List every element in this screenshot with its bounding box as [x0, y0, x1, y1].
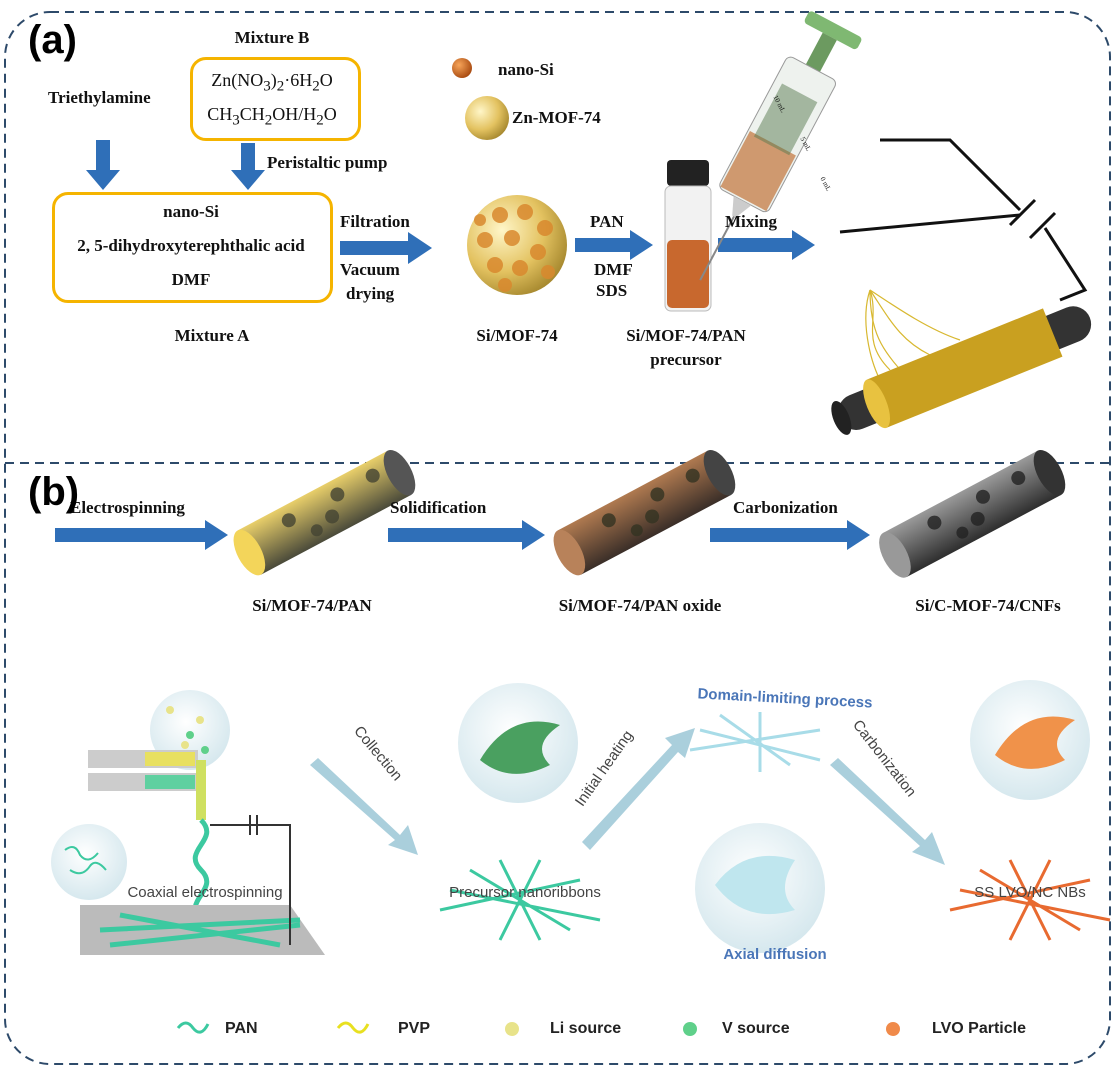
arrow-right-icon — [575, 230, 653, 260]
mixture-a-box — [52, 192, 333, 303]
v-source-dot-icon — [683, 1022, 697, 1036]
dmf-label: DMF — [594, 260, 633, 279]
sds-label: SDS — [596, 281, 628, 300]
outer-dashed-frame — [4, 11, 1111, 1065]
filtration-label: Filtration — [340, 212, 410, 231]
domain-limiting-graphic — [689, 712, 825, 953]
triethylamine-label: Triethylamine — [48, 88, 151, 107]
collection-arrow — [310, 758, 418, 855]
drying-label: drying — [346, 284, 395, 303]
fiber-label: Si/C-MOF-74/CNFs — [915, 596, 1061, 615]
legend-pvp: PVP — [398, 1020, 431, 1037]
fiber-label: Si/MOF-74/PAN — [252, 596, 372, 615]
electrospinning-label: Electrospinning — [70, 498, 185, 517]
arrow-down-icon — [86, 140, 120, 190]
mixture-b-line-1: Zn(NO3)2·6H2O — [211, 70, 333, 95]
legend-zn-mof: Zn-MOF-74 — [512, 108, 601, 127]
arrow-down-icon — [231, 143, 265, 190]
precursor-nanoribbons-graphic — [439, 683, 601, 941]
legend-v-source: V source — [722, 1020, 790, 1037]
collector-drum — [831, 306, 1092, 435]
arrow-right-icon — [388, 520, 545, 550]
mixture-a-line: DMF — [171, 270, 211, 289]
product-label: SS LVO/NC NBs — [974, 884, 1086, 901]
lvo-particle-dot-icon — [886, 1022, 900, 1036]
axial-diffusion-label: Axial diffusion — [723, 946, 827, 963]
precursor-vial — [664, 160, 712, 312]
coaxial-setup — [51, 690, 325, 955]
precursor-nanoribbons-label: Precursor nanoribbons — [449, 884, 601, 901]
product-graphic — [949, 680, 1111, 941]
solidification-label: Solidification — [390, 498, 487, 517]
arrow-right-icon — [710, 520, 870, 550]
precursor-label-2: precursor — [650, 350, 722, 369]
syringe — [699, 11, 862, 281]
electrospinning-jet — [865, 289, 961, 381]
mixing-label: Mixing — [725, 212, 777, 231]
process-arrows — [55, 140, 870, 550]
peristaltic-pump-label: Peristaltic pump — [267, 153, 388, 172]
legend-li-source: Li source — [550, 1020, 622, 1037]
pvp-strand-icon — [336, 1021, 370, 1034]
mixture-a-line: nano-Si — [163, 202, 219, 221]
arrow-right-icon — [718, 230, 815, 260]
panel-b-label: (b) — [28, 470, 80, 514]
precursor-label: Si/MOF-74/PAN — [626, 326, 746, 345]
li-source-dot-icon — [505, 1022, 519, 1036]
legend-pan: PAN — [225, 1020, 258, 1037]
fiber-si-mof-pan — [233, 449, 416, 576]
nano-si-ball-icon — [452, 58, 472, 78]
si-mof-label: Si/MOF-74 — [476, 326, 558, 345]
arrow-right-icon — [55, 520, 228, 550]
coaxial-label: Coaxial electrospinning — [127, 884, 283, 901]
fiber-label: Si/MOF-74/PAN oxide — [558, 596, 722, 615]
mixture-b-line-2: CH3CH2OH/H2O — [207, 104, 337, 129]
mixture-b-title: Mixture B — [234, 28, 310, 47]
carbonization-arrow — [830, 758, 945, 865]
panel-a-label: (a) — [28, 18, 77, 62]
arrow-right-icon — [340, 232, 432, 264]
initial-heating-arrow — [582, 728, 695, 850]
vacuum-label: Vacuum — [340, 260, 400, 279]
carbonization-label: Carbonization — [733, 498, 838, 517]
legend-nano-si: nano-Si — [498, 60, 554, 79]
mixture-a-title: Mixture A — [174, 326, 250, 345]
zn-mof-ball-icon — [465, 96, 509, 140]
voltage-circuit — [839, 138, 1088, 302]
si-mof-sphere — [467, 195, 567, 295]
fiber-si-c-mof-cnfs — [879, 449, 1066, 578]
pan-strand-icon — [176, 1021, 210, 1034]
legend-lvo-particle: LVO Particle — [932, 1020, 1026, 1037]
mixture-b-box — [190, 57, 361, 141]
pan-label: PAN — [590, 212, 624, 231]
fiber-si-mof-pan-oxide — [553, 449, 736, 576]
mixture-a-line: 2, 5-dihydroxyterephthalic acid — [77, 236, 305, 255]
